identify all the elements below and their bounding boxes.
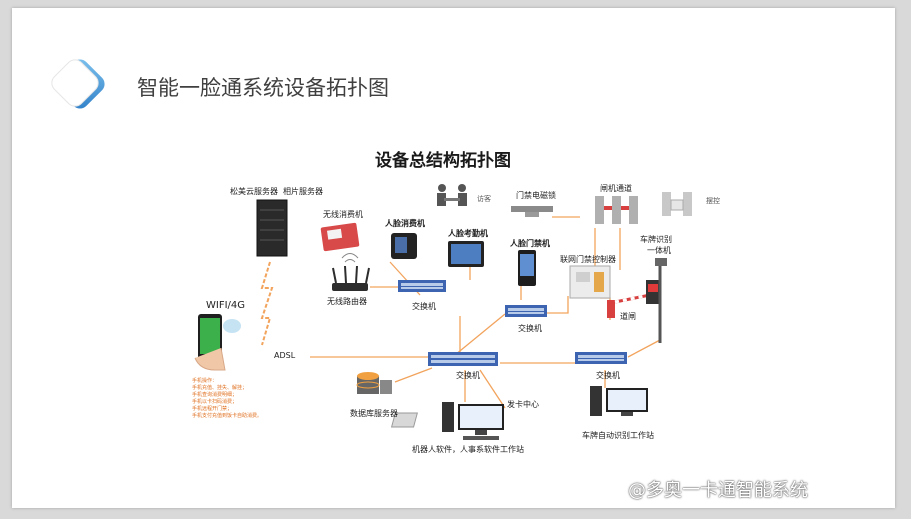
switch-icon xyxy=(398,280,446,292)
wireless-link-icon xyxy=(260,261,274,346)
card-issuer-icon xyxy=(390,412,418,428)
adsl-label: ADSL xyxy=(274,351,296,360)
face-pos-icon xyxy=(391,233,417,259)
plate-workstation-label: 车牌自动识别工作站 xyxy=(582,431,654,440)
cloud-server-label: 松美云服务器 xyxy=(230,187,278,196)
gate-channel-label: 闸机通道 xyxy=(600,184,632,193)
face-attendance-label: 人脸考勤机 xyxy=(448,229,488,238)
all-in-one-label: 一体机 xyxy=(647,246,671,255)
wifi-label: WIFI/4G xyxy=(206,300,246,311)
phone-note: 手机支付充值到饭卡自助消费。 xyxy=(192,413,263,419)
wireless-router-icon xyxy=(332,253,370,291)
database-server-icon xyxy=(356,372,392,394)
watermark: @多奥一卡通智能系统 xyxy=(628,480,808,501)
visitor-label: 访客 xyxy=(477,195,491,203)
access-controller-label: 联网门禁控制器 xyxy=(560,255,616,264)
face-attendance-icon xyxy=(448,241,484,267)
door-lock-label: 门禁电磁锁 xyxy=(516,191,556,200)
face-pos-label: 人脸消费机 xyxy=(385,219,425,228)
phone-note: 手机充值、挂失、解挂； xyxy=(192,385,248,391)
face-access-icon xyxy=(518,250,536,286)
plate-recognition-label: 车牌识别 xyxy=(640,235,672,244)
door-lock-icon xyxy=(511,206,553,217)
phone-notes: 手机操作： 手机充值、挂失、解挂； 手机查询消费明细； 手机以卡扫码消费； 手机… xyxy=(192,378,262,420)
barrier-gate-icon xyxy=(607,293,651,318)
logo-icon xyxy=(48,58,114,122)
phone-note: 手机操作： xyxy=(192,378,218,384)
cloud-server-icon xyxy=(256,199,288,257)
swing-gate-icon xyxy=(662,192,692,216)
switch-label: 交换机 xyxy=(518,324,542,333)
workstation-icon xyxy=(442,402,504,440)
photo-server-label: 相片服务器 xyxy=(283,187,323,196)
card-center-label: 发卡中心 xyxy=(507,400,539,409)
switch-label: 交换机 xyxy=(412,302,436,311)
wireless-pos-icon xyxy=(320,222,360,252)
switch-icon xyxy=(505,305,547,317)
switch-label: 交换机 xyxy=(596,371,620,380)
access-controller-icon xyxy=(569,265,611,299)
visitor-icon xyxy=(437,184,467,206)
phone-note: 手机以卡扫码消费； xyxy=(192,399,238,405)
plate-recognition-camera-icon xyxy=(646,258,667,343)
database-server-label: 数据库服务器 xyxy=(350,409,398,418)
gate-channel-icon xyxy=(595,196,638,224)
wireless-router-label: 无线路由器 xyxy=(327,297,367,306)
swing-gate-label: 摆控 xyxy=(706,197,720,205)
plate-workstation-icon xyxy=(590,386,648,416)
slide-title: 智能一脸通系统设备拓扑图 xyxy=(137,76,389,100)
workstation-label: 机器人软件，人事系软件工作站 xyxy=(412,445,524,454)
switch-icon xyxy=(575,352,627,364)
wireless-pos-label: 无线消费机 xyxy=(323,210,363,219)
diagram-title: 设备总结构拓扑图 xyxy=(375,151,511,171)
barrier-label: 道闸 xyxy=(620,312,636,321)
phone-note: 手机查询消费明细； xyxy=(192,392,238,398)
mobile-phone-icon xyxy=(194,314,241,371)
phone-note: 手机远程开门禁； xyxy=(192,406,233,412)
face-access-label: 人脸门禁机 xyxy=(510,239,550,248)
switch-label: 交换机 xyxy=(456,371,480,380)
switch-icon xyxy=(428,352,498,366)
